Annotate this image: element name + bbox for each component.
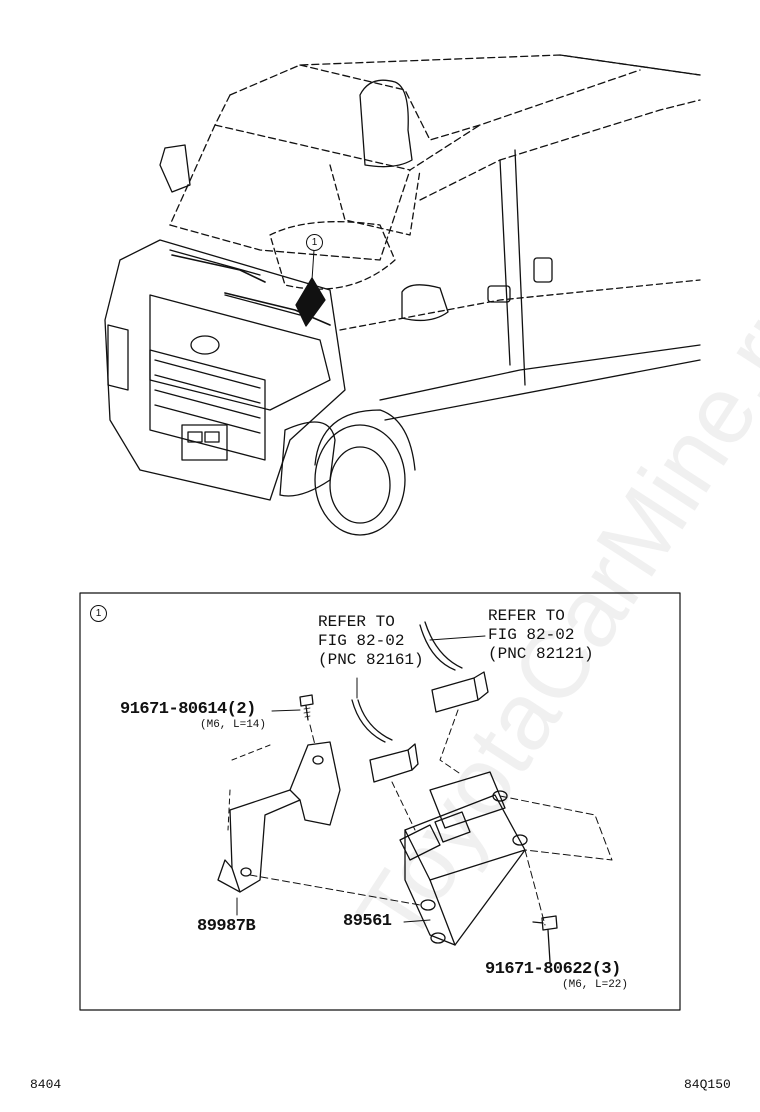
reference-right-line1: REFER TO [488, 607, 565, 625]
callout-marker: 1 [306, 234, 323, 251]
footer-right-code: 84Q150 [684, 1077, 731, 1092]
footer-left-code: 8404 [30, 1077, 62, 1092]
ecu-location-marker [295, 277, 326, 327]
reference-right-line2: FIG 82-02 [488, 626, 575, 644]
part-number-bolt-bottom: 91671-80622(3) [485, 960, 621, 979]
connector-left [351, 677, 419, 783]
bolt-bottom [532, 915, 558, 963]
detail-marker: 1 [90, 605, 107, 622]
reference-right-line3: (PNC 82121) [488, 645, 594, 663]
ecu-unit [399, 771, 528, 946]
spec-bolt-bottom: (M6, L=22) [562, 979, 629, 991]
reference-left-line3: (PNC 82161) [318, 651, 424, 669]
reference-left-line1: REFER TO [318, 613, 395, 631]
bracket-89987b [217, 741, 341, 893]
detail-frame [79, 592, 681, 1011]
part-number-ecu: 89561 [343, 912, 392, 931]
part-number-bolt-top: 91671-80614(2) [120, 700, 256, 719]
spec-bolt-top: (M6, L=14) [200, 719, 267, 731]
vehicle-illustration [104, 54, 701, 536]
bolt-top [271, 694, 314, 721]
reference-left: REFER TO FIG 82-02 (PNC 82161) [318, 613, 424, 670]
reference-right: REFER TO FIG 82-02 (PNC 82121) [488, 607, 594, 664]
connector-right [419, 621, 489, 713]
part-number-bracket: 89987B [197, 917, 256, 936]
reference-left-line2: FIG 82-02 [318, 632, 405, 650]
